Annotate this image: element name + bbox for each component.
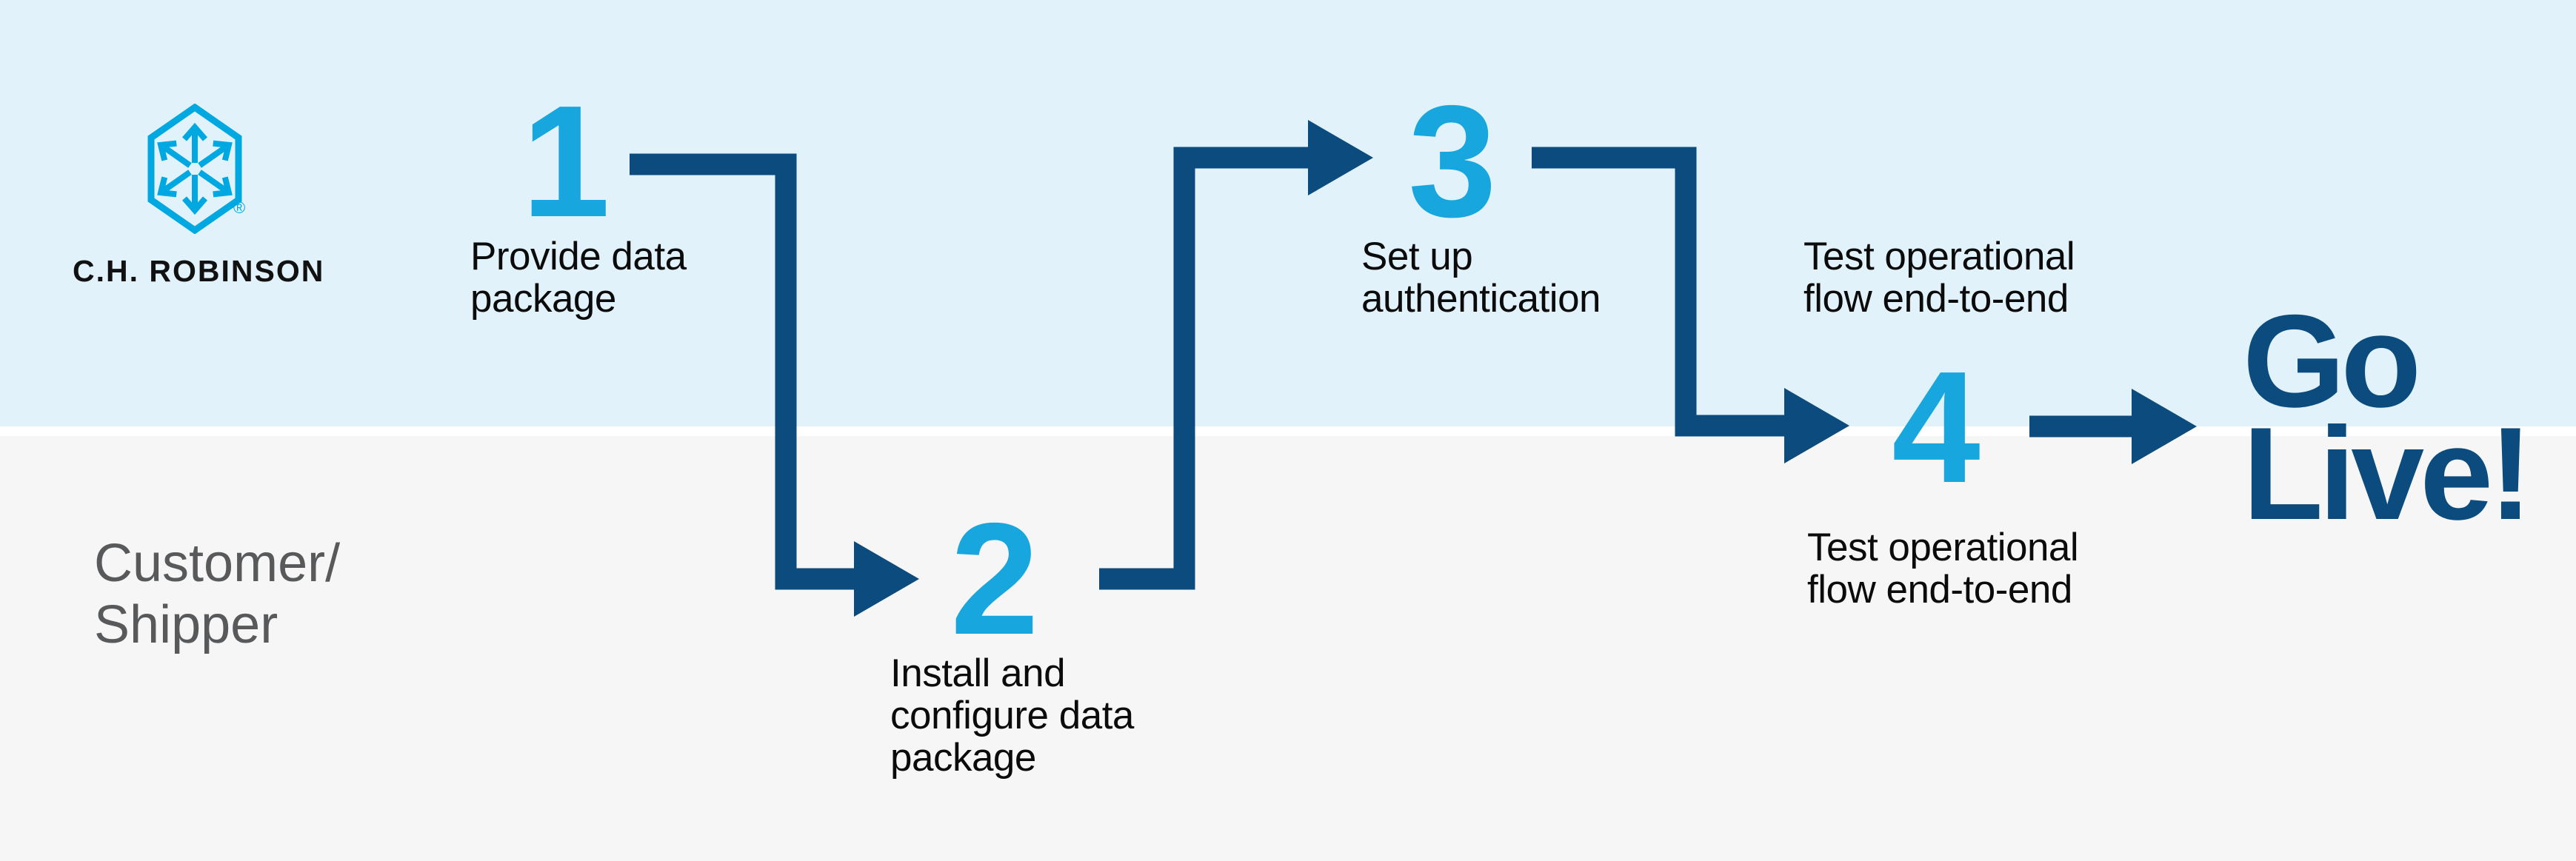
- step-2-label-line3: package: [890, 736, 1036, 780]
- step-3-label: Set up authentication: [1361, 235, 1601, 320]
- step-3-label-line1: Set up: [1361, 235, 1473, 278]
- step-1-label: Provide data package: [470, 235, 687, 320]
- step-4-number: 4: [1892, 338, 1981, 516]
- step-4-label-customer-side: Test operational flow end-to-end: [1807, 526, 2079, 612]
- chrobinson-lane-background: [0, 0, 2576, 426]
- step-3-number: 3: [1408, 72, 1497, 250]
- step-4-bottom-label-line2: flow end-to-end: [1807, 568, 2072, 612]
- step-2-number: 2: [950, 489, 1039, 668]
- chrobinson-wordmark: C.H. ROBINSON: [73, 254, 325, 288]
- go-live-line2: Live!: [2243, 400, 2532, 547]
- arrow-step1-to-step2-icon: [630, 153, 919, 617]
- step-2-label: Install and configure data package: [890, 652, 1134, 779]
- lane-divider: [0, 426, 2576, 436]
- step-2-label-line1: Install and: [890, 651, 1066, 695]
- arrow-step3-to-step4-icon: [1532, 147, 1849, 463]
- go-live-finale-text: Go Live!: [2243, 287, 2532, 547]
- registered-trademark-symbol: ®: [233, 198, 246, 217]
- step-1-label-line1: Provide data: [470, 235, 687, 278]
- arrow-step4-to-golive-icon: [2029, 389, 2197, 464]
- step-4-label-chrobinson-side: Test operational flow end-to-end: [1803, 235, 2075, 320]
- step-2-label-line2: configure data: [890, 694, 1134, 737]
- customer-shipper-lane-label: Customer/ Shipper: [94, 533, 340, 656]
- customer-lane-label-line2: Shipper: [94, 595, 278, 654]
- step-4-top-label-line1: Test operational: [1803, 235, 2075, 278]
- step-4-top-label-line2: flow end-to-end: [1803, 277, 2069, 321]
- customer-lane-label-line1: Customer/: [94, 534, 341, 593]
- customer-lane-background: [0, 436, 2576, 861]
- go-live-line1: Go: [2243, 287, 2421, 435]
- step-4-bottom-label-line1: Test operational: [1807, 526, 2079, 569]
- arrow-step2-to-step3-icon: [1099, 120, 1373, 590]
- step-1-number: 1: [521, 72, 610, 250]
- step-1-label-line2: package: [470, 277, 616, 321]
- chrobinson-hexagon-logo-icon: [147, 104, 242, 234]
- step-3-label-line2: authentication: [1361, 277, 1601, 321]
